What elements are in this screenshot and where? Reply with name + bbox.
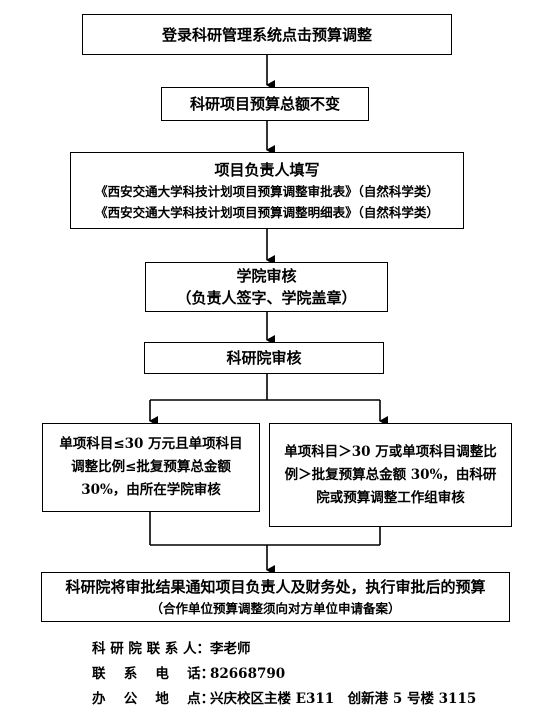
step-college-review: 学院审核 （负责人签字、学院盖章）: [145, 262, 388, 312]
contact-office-row: 办 公 地 点：兴庆校区主楼 E311 创新港 5 号楼 3115: [92, 687, 476, 707]
branch-right-line-3: 院或预算调整工作组审核: [316, 489, 465, 506]
step-research-institute-review: 科研院审核: [144, 342, 384, 374]
contact-phone-value: 82668790: [210, 666, 286, 682]
step-pi-fill-forms: 项目负责人填写 《西安交通大学科技计划项目预算调整审批表》（自然科学类） 《西安…: [70, 152, 464, 229]
contact-phone-row: 联 系 电 话：82668790: [92, 662, 285, 682]
contact-office-value: 兴庆校区主楼 E311 创新港 5 号楼 3115: [210, 691, 477, 707]
contact-office-label: 办 公 地 点：: [92, 691, 215, 707]
step-research-review-label: 科研院审核: [226, 349, 302, 367]
step-budget-total-unchanged: 科研项目预算总额不变: [161, 87, 369, 121]
branch-right-line-1: 单项科目＞30 万或单项科目调整比: [284, 443, 497, 460]
final-line-2: （合作单位预算调整须向对方单位申请备案）: [150, 600, 401, 616]
branch-left-line-2: 调整比例≤批复预算总金额: [71, 459, 231, 475]
step-pi-title: 项目负责人填写: [214, 160, 320, 179]
step-final-notification: 科研院将审批结果通知项目负责人及财务处，执行审批后的预算 （合作单位预算调整须向…: [41, 572, 510, 622]
contact-person-label: 科 研 院 联 系 人：: [92, 641, 210, 657]
branch-right-line-2: 例＞批复预算总金额 30%，由科研: [284, 466, 497, 483]
step-college-note: （负责人签字、学院盖章）: [176, 289, 357, 307]
branch-left-line-1: 单项科目≤30 万元且单项科目: [59, 436, 243, 452]
contact-person-row: 科 研 院 联 系 人：李老师: [92, 637, 251, 657]
contact-phone-label: 联 系 电 话：: [92, 666, 215, 682]
step-login-system: 登录科研管理系统点击预算调整: [82, 14, 452, 55]
contact-person-value: 李老师: [210, 641, 251, 657]
final-line-1: 科研院将审批结果通知项目负责人及财务处，执行审批后的预算: [65, 577, 486, 596]
branch-left-line-3: 30%，由所在学院审核: [81, 482, 221, 498]
step-budget-label: 科研项目预算总额不变: [189, 95, 340, 113]
branch-left-college-review: 单项科目≤30 万元且单项科目 调整比例≤批复预算总金额 30%，由所在学院审核: [42, 423, 260, 512]
form-approval-table: 《西安交通大学科技计划项目预算调整审批表》（自然科学类）: [95, 183, 439, 199]
step-college-title: 学院审核: [236, 267, 297, 285]
branch-right-institute-review: 单项科目＞30 万或单项科目调整比 例＞批复预算总金额 30%，由科研 院或预算…: [269, 423, 512, 527]
form-detail-table: 《西安交通大学科技计划项目预算调整明细表》（自然科学类）: [95, 204, 439, 220]
step-login-label: 登录科研管理系统点击预算调整: [161, 25, 372, 44]
